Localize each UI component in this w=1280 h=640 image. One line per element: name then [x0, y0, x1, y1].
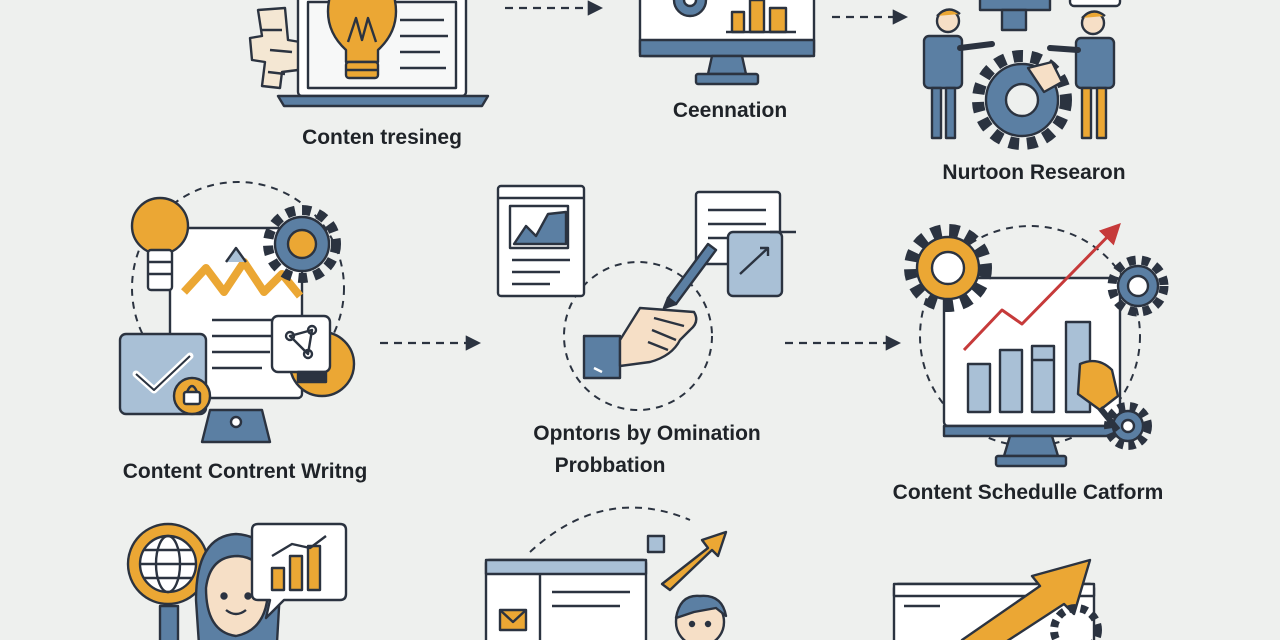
content-writing-illustration	[118, 181, 356, 444]
bottom-right-illustration	[892, 558, 1102, 640]
hand-icon	[1076, 359, 1121, 432]
monitor-icon	[638, 0, 816, 86]
globe-icon	[126, 522, 210, 640]
creation-illustration	[638, 0, 816, 86]
browser-window-icon	[484, 558, 648, 640]
bar-chart-icon	[726, 0, 796, 34]
gear-icon	[263, 205, 341, 283]
document-icon	[496, 184, 586, 298]
gear-icon	[1104, 402, 1152, 450]
label-options-line1: Opntorıs by Omination	[533, 422, 761, 445]
nurture-research-illustration	[922, 0, 1122, 150]
options-illustration	[496, 184, 796, 411]
network-icon	[270, 314, 356, 398]
document-icon	[694, 190, 796, 298]
flow-arrows	[380, 0, 909, 351]
person-icon	[674, 594, 728, 640]
gear-icon	[672, 0, 708, 18]
label-nurture-research: Nurtoon Researon	[942, 161, 1126, 184]
label-creation: Ceennation	[672, 99, 788, 122]
label-options-line2: Probbation	[554, 454, 666, 477]
bottom-left-illustration	[126, 522, 348, 640]
content-testing-illustration	[248, 0, 490, 108]
label-content-writing: Content Contrent Writng	[122, 460, 368, 483]
trend-arrow-icon	[646, 530, 728, 592]
schedule-illustration	[904, 222, 1169, 468]
label-content-testing: Conten tresineg	[302, 126, 462, 149]
pen-icon	[662, 242, 718, 310]
bottom-center-illustration	[484, 506, 728, 640]
gear-icon	[904, 224, 992, 312]
lock-icon	[172, 376, 212, 416]
puzzle-icon	[248, 6, 302, 90]
gear-icon	[972, 50, 1072, 150]
label-schedule: Content Schedulle Catform	[892, 481, 1164, 504]
trend-arrow-icon	[960, 558, 1102, 640]
gear-icon	[1107, 255, 1169, 317]
lightbulb-icon	[130, 196, 190, 292]
monitor-icon	[978, 0, 1122, 32]
handshake-icon	[582, 306, 698, 380]
monitor-stand-icon	[200, 408, 272, 444]
speech-bubble-icon	[250, 522, 348, 620]
team-icon	[922, 8, 1116, 140]
trend-arrow-icon	[962, 222, 1121, 352]
lightbulb-icon	[326, 0, 398, 80]
